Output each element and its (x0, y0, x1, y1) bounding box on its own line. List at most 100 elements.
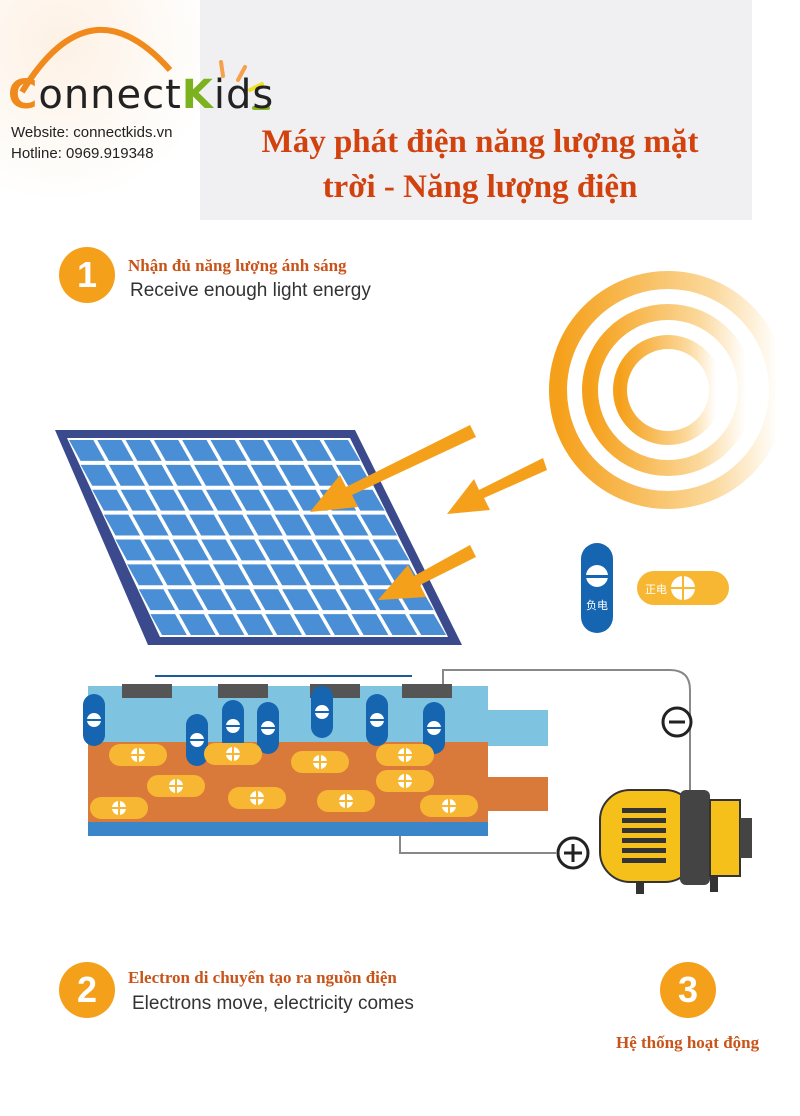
panel-cell (331, 514, 369, 536)
panel-cell (270, 564, 307, 586)
panel-cell (137, 464, 174, 486)
positive-label: 正电 (645, 584, 667, 596)
panel-cell (265, 614, 302, 635)
panel-cell (234, 489, 271, 511)
panel-cell (323, 440, 361, 461)
panel-cell (348, 489, 385, 511)
sunlight-arrows (310, 425, 547, 600)
panel-cell (295, 440, 332, 461)
panel-cell (286, 539, 324, 561)
panel-cell (236, 614, 274, 635)
solar-cell-cross-section (83, 684, 548, 836)
panel-cell (246, 514, 283, 536)
panel-cell (360, 514, 397, 536)
plus-terminal-icon (556, 836, 590, 870)
panel-cell (201, 539, 238, 561)
step-2-badge: 2 (59, 962, 115, 1018)
panel-cell (210, 440, 247, 461)
hole-icon (90, 797, 148, 819)
step-3-vn: Hệ thống hoạt động (616, 1033, 760, 1052)
electron-icon (366, 694, 388, 746)
panel-cell (224, 589, 262, 611)
panel-cell (343, 539, 381, 561)
panel-cell (262, 489, 300, 511)
panel-cell (108, 464, 146, 486)
panel-cell (179, 614, 216, 635)
panel-cell (97, 440, 134, 461)
panel-cell (92, 489, 129, 511)
negative-label: 负电 (586, 600, 608, 612)
electron-icon (83, 694, 105, 746)
panel-cell (282, 589, 319, 611)
panel-cell (115, 539, 152, 561)
panel-cell (258, 539, 295, 561)
panel-cell (196, 589, 233, 611)
panel-cell (144, 539, 181, 561)
panel-cell (172, 539, 209, 561)
minus-terminal-icon (661, 706, 693, 738)
panel-cell (127, 564, 164, 586)
panel-cell (103, 514, 141, 536)
panel-cell (315, 539, 353, 561)
step-3-badge: 3 (660, 962, 716, 1018)
panel-cell (351, 614, 389, 635)
electron-icon (257, 702, 279, 754)
panel-cell (250, 464, 288, 486)
step-2-vn: Electron di chuyển tạo ra nguồn điện (128, 968, 397, 987)
solar-illustration (55, 271, 787, 894)
panel-cell (205, 489, 243, 511)
panel-cell (194, 464, 231, 486)
hotline-text: Hotline: 0969.919348 (11, 145, 154, 162)
panel-cell (150, 614, 187, 635)
panel-cell (294, 614, 331, 635)
negative-charge-legend: 负电 (581, 543, 613, 633)
hole-icon (317, 790, 375, 812)
panel-cell (241, 564, 279, 586)
title-line-1: Máy phát điện năng lượng mặt (261, 124, 699, 160)
hole-icon (291, 751, 349, 773)
page-title: Máy phát điện năng lượng mặt trời - Năng… (240, 120, 720, 210)
panel-cell (80, 464, 117, 486)
sun-icon (549, 271, 787, 509)
electron-icon (423, 702, 445, 754)
wire (399, 669, 691, 854)
panel-cell (207, 614, 245, 635)
panel-cell (165, 464, 202, 486)
panel-cell (229, 539, 267, 561)
logo-arc-icon (19, 26, 270, 110)
panel-cell (322, 614, 360, 635)
hole-icon (147, 775, 205, 797)
panel-cell (356, 564, 393, 586)
panel-cell (184, 564, 221, 586)
step-1-en: Receive enough light energy (130, 280, 371, 301)
panel-cell (327, 564, 365, 586)
solar-panel (55, 430, 462, 645)
electron-icon (186, 714, 208, 766)
electron-icon (222, 700, 244, 752)
panel-cell (138, 589, 176, 611)
panel-cell (372, 539, 410, 561)
panel-cell (132, 514, 169, 536)
hole-icon (109, 744, 167, 766)
panel-cell (267, 440, 304, 461)
electron-icon (311, 686, 333, 738)
panel-cell (153, 440, 191, 461)
hole-icon (228, 787, 286, 809)
step-2-en: Electrons move, electricity comes (132, 993, 414, 1014)
panel-cell (279, 464, 316, 486)
panel-cell (274, 514, 312, 536)
panel-cell (238, 440, 276, 461)
panel-cell (182, 440, 219, 461)
step-1-vn: Nhận đủ năng lượng ánh sáng (128, 256, 347, 275)
step-1-badge: 1 (59, 247, 115, 303)
panel-cell (189, 514, 226, 536)
panel-cell (120, 489, 157, 511)
positive-charge-legend: 正电 (637, 571, 729, 605)
logo: ConnectKids (8, 72, 275, 118)
panel-cell (167, 589, 204, 611)
hole-icon (204, 743, 262, 765)
panel-cell (298, 564, 336, 586)
panel-cell (307, 464, 345, 486)
hole-icon (376, 770, 434, 792)
panel-cell (155, 564, 193, 586)
